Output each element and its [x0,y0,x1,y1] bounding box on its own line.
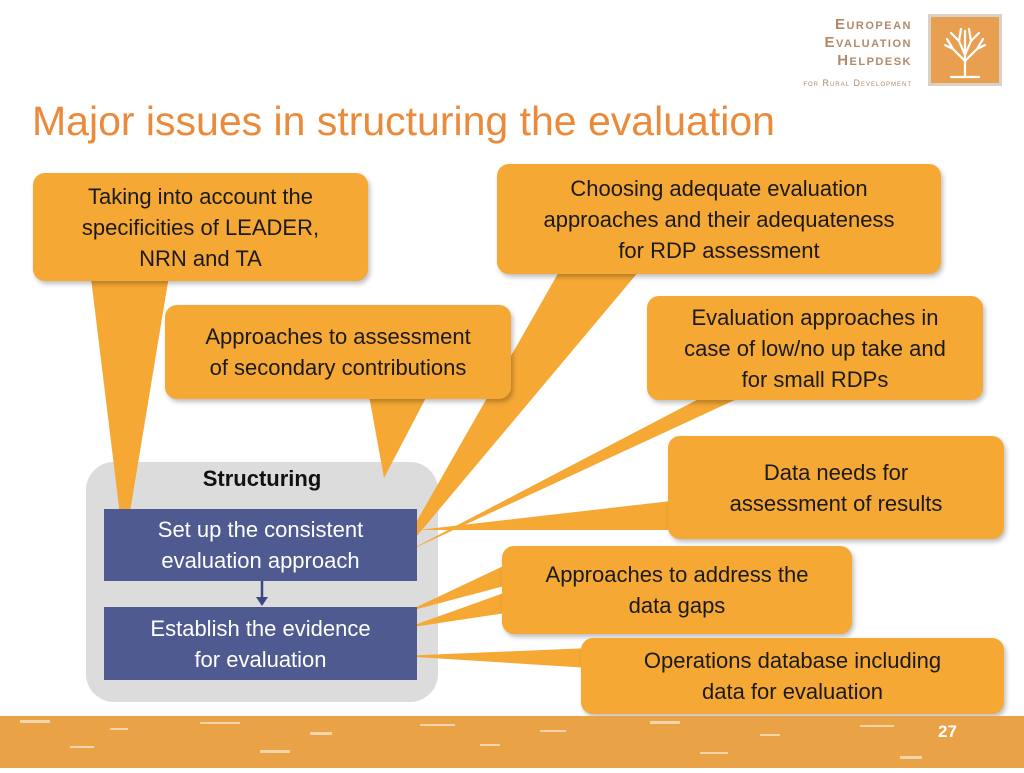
callout-data-needs: Data needs for assessment of results [668,436,1004,539]
callout-secondary: Approaches to assessment of secondary co… [165,305,511,399]
pointer-data-gaps-1 [406,562,512,612]
footer-band [0,716,1024,768]
callout-leader: Taking into account the specificities of… [33,173,368,281]
tree-logo-icon [928,14,1002,86]
footer-texture [20,720,922,759]
pointer-data-gaps-2 [406,590,512,628]
logo-line-4: for Rural Development [803,78,912,88]
pointer-operations-db [400,648,590,668]
down-arrow-icon [256,581,268,606]
pointer-data-needs [418,500,684,530]
callout-data-gaps: Approaches to address the data gaps [502,546,852,634]
logo-line-2: Evaluation [824,34,912,51]
pointer-low-uptake [406,392,752,552]
step-establish-evidence: Establish the evidence for evaluation [104,607,417,680]
panel-title: Structuring [202,466,322,491]
page-number: 27 [938,722,957,741]
callout-choosing: Choosing adequate evaluation approaches … [497,164,941,274]
page-title: Major issues in structuring the evaluati… [32,98,775,144]
logo-line-3: Helpdesk [837,52,912,69]
callout-low-uptake: Evaluation approaches in case of low/no … [647,296,983,400]
pointer-secondary [368,390,430,478]
callout-operations-db: Operations database including data for e… [581,638,1004,714]
logo-line-1: European [834,16,912,33]
pointer-choosing [390,270,640,568]
step-setup-approach: Set up the consistent evaluation approac… [104,509,417,581]
pointer-leader [90,270,170,548]
logo-text: European Evaluation Helpdesk for Rural D… [803,16,912,92]
